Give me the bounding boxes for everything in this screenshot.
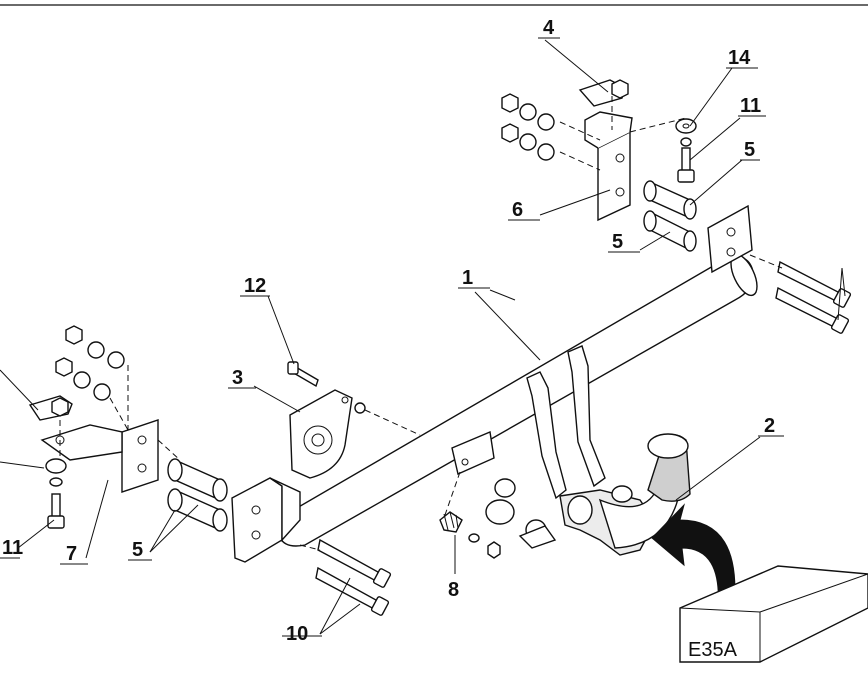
- left-vertical-bracket: [40, 419, 159, 493]
- washer-14-bolt-11: [675, 118, 697, 183]
- callout-12: 12: [244, 275, 266, 297]
- left-spacers: [167, 458, 228, 532]
- callout-7: 7: [66, 543, 77, 565]
- callout-5-right-lower: 5: [612, 231, 623, 253]
- left-washer-bolt: [45, 458, 67, 529]
- callout-10: 10: [286, 623, 308, 645]
- product-code-box: E35A: [679, 565, 868, 663]
- callout-3: 3: [232, 367, 243, 389]
- socket-plate: [289, 389, 366, 479]
- direction-arrow: [651, 503, 736, 609]
- tube-tab: [451, 431, 495, 475]
- spring-assembly-8: [439, 511, 501, 559]
- callout-11-left: 11: [2, 537, 23, 559]
- callout-14: 14: [728, 47, 751, 69]
- callout-numbers: 4 14 11 5 6 5 1 2 12 3 8 10 5 7 11: [0, 17, 784, 645]
- long-bolts-right: [775, 260, 852, 334]
- callout-2: 2: [764, 415, 775, 437]
- right-side-plate: [707, 204, 753, 274]
- assembly-guide-lines: [59, 96, 783, 551]
- callout-6: 6: [512, 199, 523, 221]
- left-nut-stack: [55, 325, 125, 401]
- callout-5-right-upper: 5: [744, 139, 755, 161]
- clip-left: [28, 395, 73, 421]
- right-spacers: [643, 180, 697, 252]
- callout-8: 8: [448, 579, 459, 601]
- long-bolts-left: [315, 538, 392, 616]
- product-code-label: E35A: [688, 639, 738, 661]
- callout-leaders: [0, 39, 846, 635]
- callout-4: 4: [543, 17, 555, 39]
- callout-11-right: 11: [740, 95, 761, 117]
- left-side-plate: [231, 477, 301, 563]
- main-cross-tube: [277, 253, 758, 547]
- clip-4: [578, 79, 629, 107]
- bolt-12: [287, 361, 319, 388]
- callout-5-left: 5: [132, 539, 143, 561]
- right-nut-stack: [501, 93, 555, 161]
- tow-hook-arm: [485, 345, 691, 556]
- callout-1: 1: [462, 267, 473, 289]
